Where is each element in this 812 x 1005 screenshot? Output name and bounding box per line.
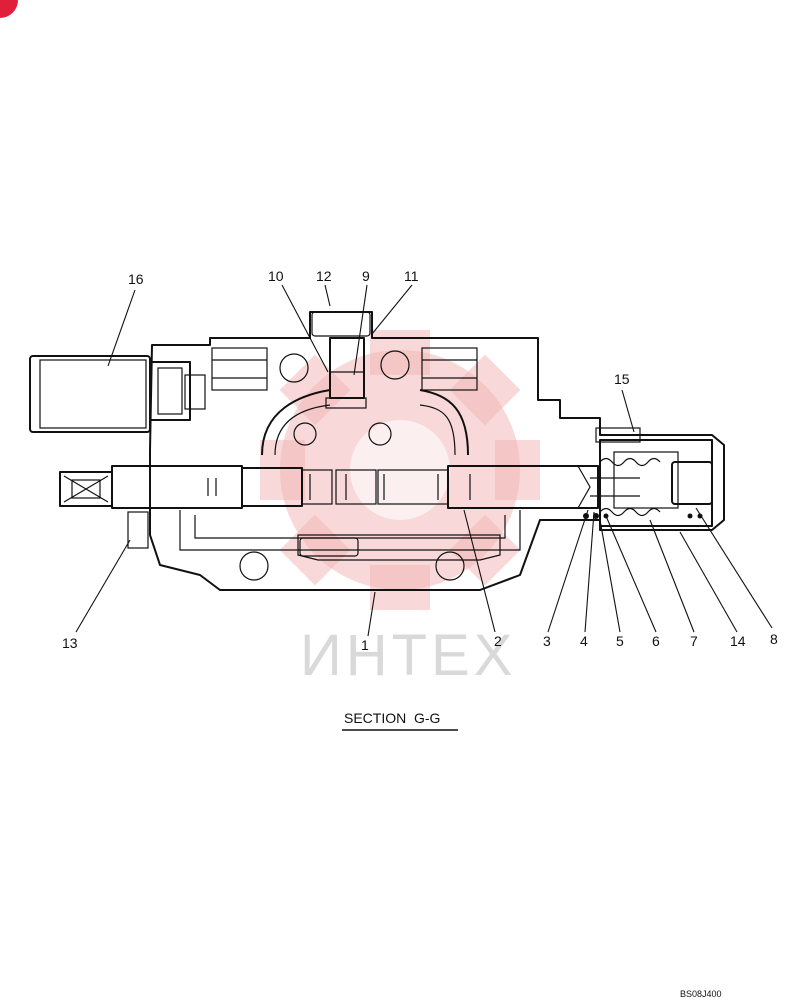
leader-lines (75, 284, 773, 637)
callout-14: 14 (730, 633, 746, 649)
callout-4: 4 (580, 633, 588, 649)
callout-9: 9 (362, 268, 370, 284)
callout-12: 12 (316, 268, 332, 284)
callout-11: 11 (404, 268, 419, 284)
left-solenoid (29, 355, 206, 549)
watermark-gear (260, 330, 540, 610)
corner-mark (0, 0, 18, 18)
section-title: SECTION G-G (344, 710, 440, 726)
callout-13: 13 (62, 635, 78, 651)
callout-16: 16 (128, 271, 144, 287)
callout-15: 15 (614, 371, 630, 387)
callout-7: 7 (690, 633, 698, 649)
callout-6: 6 (652, 633, 660, 649)
callout-8: 8 (770, 631, 778, 647)
callout-10: 10 (268, 268, 284, 284)
spring-end-cap (583, 427, 713, 527)
callouts: 1 2 3 4 5 6 7 8 9 10 11 12 13 14 15 16 (62, 268, 778, 653)
valve-body (149, 311, 725, 591)
spool (59, 465, 599, 509)
drawing-code: BS08J400 (680, 989, 722, 999)
watermark-text: ИНТЕХ (300, 623, 516, 688)
callout-5: 5 (616, 633, 624, 649)
callout-1: 1 (361, 637, 369, 653)
callout-2: 2 (494, 633, 502, 649)
callout-3: 3 (543, 633, 551, 649)
